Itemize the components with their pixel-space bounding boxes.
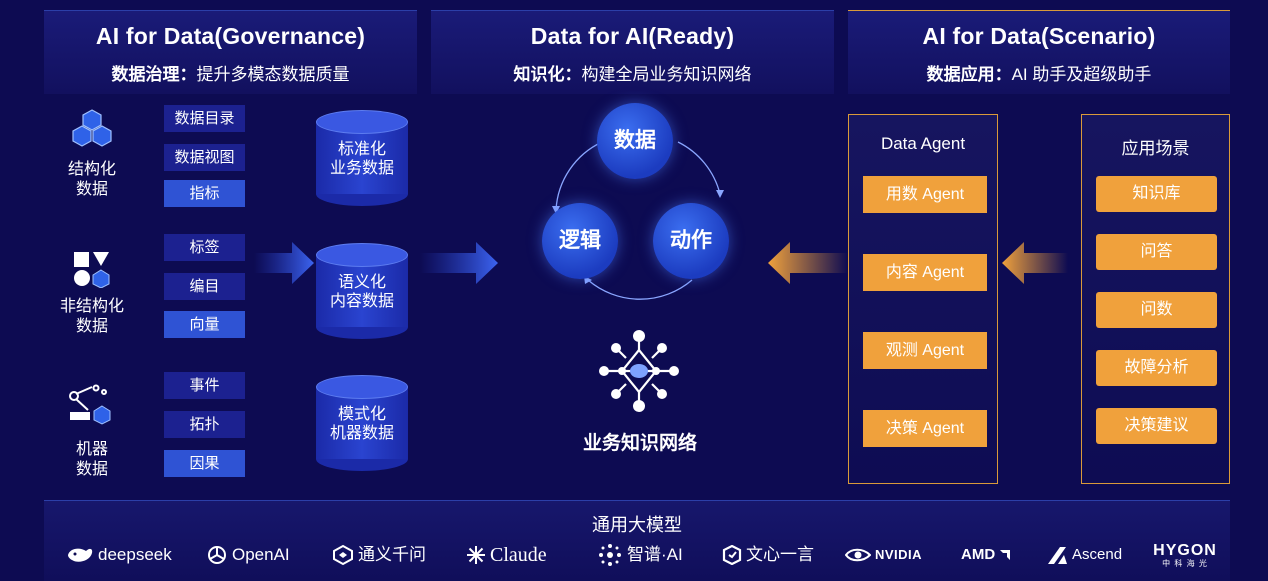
robot-arm-icon <box>69 384 111 425</box>
governance-header: AI for Data(Governance) 数据治理：提升多模态数据质量 <box>44 10 417 94</box>
cylinder-standardized: 标准化业务数据 <box>316 110 408 206</box>
tongyi-icon <box>333 544 353 566</box>
cylinder-semantic: 语义化内容数据 <box>316 243 408 339</box>
arrow-left-icon <box>1002 242 1068 284</box>
tag-causality: 因果 <box>164 450 245 477</box>
scenario-decision-advice: 决策建议 <box>1096 408 1217 444</box>
arrow-left-icon <box>768 242 848 284</box>
tag-data-view: 数据视图 <box>164 144 245 171</box>
machine-data-label: 机器数据 <box>75 441 108 478</box>
agent-content: 内容 Agent <box>863 254 987 291</box>
nvidia-eye-icon <box>845 548 871 562</box>
circle-action: 动作 <box>653 203 729 279</box>
sparkle-icon <box>467 546 485 564</box>
circle-data: 数据 <box>597 103 673 179</box>
scenario-panel-title: 应用场景 <box>1121 139 1190 158</box>
tag-catalog: 编目 <box>164 273 245 300</box>
logo-claude: Claude <box>466 543 547 567</box>
agent-usage: 用数 Agent <box>863 176 987 213</box>
scenario-sub: AI 助手及超级助手 <box>1011 65 1152 84</box>
scenario-data-query: 问数 <box>1096 292 1217 328</box>
data-agent-title: Data Agent <box>880 134 966 153</box>
network-label: 业务知识网络 <box>582 433 697 454</box>
tag-vector: 向量 <box>164 311 245 338</box>
scenario-knowledge-base: 知识库 <box>1096 176 1217 212</box>
logo-tongyi: 通义千问 <box>332 543 426 567</box>
network-icon <box>599 330 679 412</box>
tag-data-catalog: 数据目录 <box>164 105 245 132</box>
tag-metric: 指标 <box>164 180 245 207</box>
ready-title: Data for AI(Ready) <box>530 23 735 49</box>
amd-arrow-icon <box>1000 550 1011 560</box>
logo-wenxin: 文心一言 <box>722 543 814 567</box>
agent-observe: 观测 Agent <box>863 332 987 369</box>
ready-sub: 构建全局业务知识网络 <box>581 65 752 84</box>
logo-nvidia: NVIDIA <box>845 543 922 567</box>
scenario-sub-bold: 数据应用： <box>926 65 1012 84</box>
wenxin-icon <box>722 545 742 565</box>
ready-header: Data for AI(Ready) 知识化：构建全局业务知识网络 <box>431 10 834 94</box>
scenario-title: AI for Data(Scenario) <box>922 23 1156 49</box>
logo-hygon: HYGON 中 科 海 光 <box>1153 542 1217 568</box>
tag-topology: 拓扑 <box>164 411 245 438</box>
cylinder-patterned: 模式化机器数据 <box>316 375 408 471</box>
unstructured-data-label: 非结构化数据 <box>59 298 124 335</box>
logo-amd: AMD <box>961 543 1011 567</box>
shapes-icon <box>74 252 110 288</box>
structured-data-label: 结构化数据 <box>67 161 116 198</box>
governance-sub: 提升多模态数据质量 <box>196 65 350 84</box>
agent-decision: 决策 Agent <box>863 410 987 447</box>
governance-title: AI for Data(Governance) <box>95 23 366 49</box>
scenario-qa: 问答 <box>1096 234 1217 270</box>
cubes-icon <box>72 109 112 147</box>
openai-icon <box>208 546 226 564</box>
circle-logic: 逻辑 <box>542 203 618 279</box>
ascend-icon <box>1048 547 1067 564</box>
ready-sub-bold: 知识化： <box>513 65 582 84</box>
logo-openai: OpenAI <box>206 543 290 567</box>
llm-bar-title: 通用大模型 <box>592 515 682 535</box>
governance-sub-bold: 数据治理： <box>111 65 197 84</box>
dots-icon <box>599 544 621 566</box>
whale-icon <box>68 548 93 562</box>
logo-zhipu: 智谱·AI <box>597 543 683 567</box>
logo-deepseek: deepseek <box>66 543 172 567</box>
logo-ascend: Ascend <box>1046 543 1122 567</box>
scenario-fault-analysis: 故障分析 <box>1096 350 1217 386</box>
tag-event: 事件 <box>164 372 245 399</box>
arrow-right-icon <box>254 242 314 284</box>
llm-bar: 通用大模型 <box>44 500 1230 581</box>
arrow-right-icon <box>420 242 498 284</box>
scenario-header: AI for Data(Scenario) 数据应用：AI 助手及超级助手 <box>848 10 1230 94</box>
tag-label: 标签 <box>164 234 245 261</box>
